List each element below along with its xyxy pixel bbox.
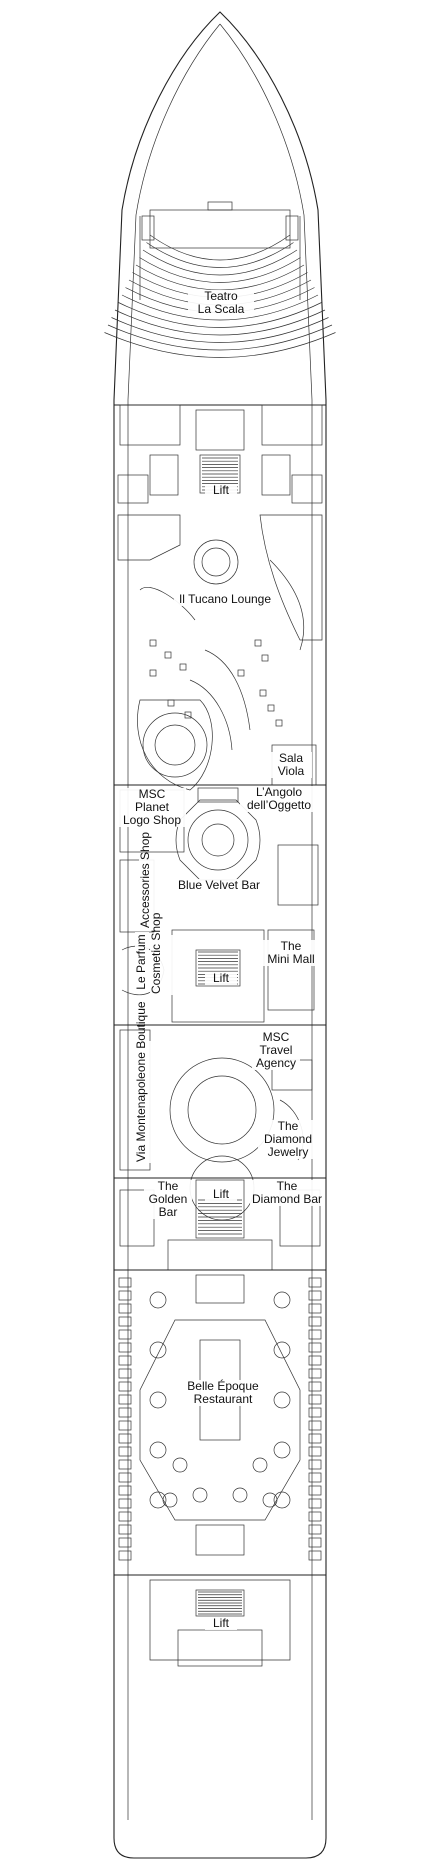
label-the-diamond-bar: The Diamond Bar [250,1179,324,1206]
label-le-parfum: Le Parfum [134,932,149,992]
label-the-golden-bar: The Golden Bar [144,1180,192,1219]
label-angolo-dell-oggetto: L’Angolo dell’Oggetto [240,786,318,812]
label-the-diamond-jewelry: The Diamond Jewelry [258,1120,318,1159]
label-cosmetic-shop: Cosmetic Shop [149,913,178,995]
label-il-tucano-lounge: Il Tucano Lounge [174,593,276,606]
label-msc-planet-logo-shop: MSC Planet Logo Shop [118,788,186,827]
label-teatro-la-scala: Teatro La Scala [188,290,254,316]
label-via-montenapoleone-boutique: Via Montenapoleone Boutique [134,1001,163,1163]
label-belle-epoque-restaurant: Belle Époque Restaurant [180,1380,266,1406]
label-blue-velvet-bar: Blue Velvet Bar [172,879,266,892]
label-lift-mid: Lift [205,972,237,985]
label-lift-aft: Lift [205,1188,237,1201]
restaurant-area [114,1269,326,1561]
hull-inner-line [127,23,221,1820]
label-msc-travel-agency: MSC Travel Agency [252,1031,300,1070]
label-the-mini-mall: The Mini Mall [262,940,320,966]
lounge-area [117,514,323,791]
aft-lift-block [114,1574,326,1667]
hull-outline [113,11,327,1859]
label-lift-forward: Lift [205,484,237,497]
label-lift-stern: Lift [205,1617,237,1630]
label-sala-viola: Sala Viola [270,752,312,778]
